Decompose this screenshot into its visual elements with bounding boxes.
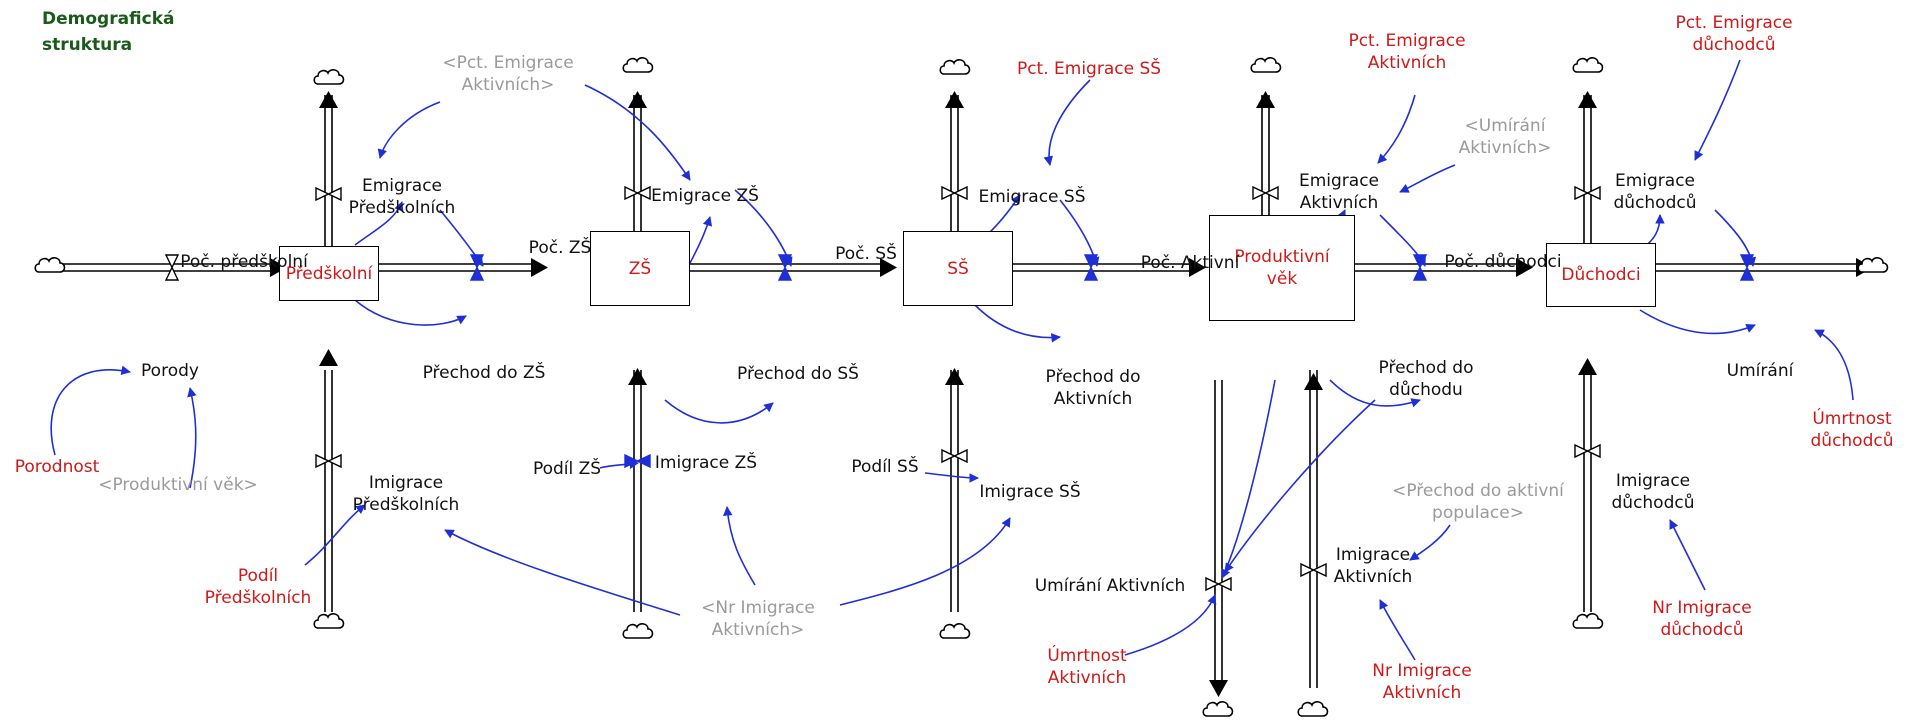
source-cloud-icon	[622, 622, 654, 639]
stock-duchodci[interactable]: Důchodci	[1546, 243, 1656, 307]
var-prechod-do-zs[interactable]: Přechod do ZŠ	[422, 363, 546, 383]
param-nr-imigrace-duchodcu[interactable]: Nr Imigrace důchodců	[1652, 598, 1752, 640]
var-imigrace-predskolnich[interactable]: Imigrace Předškolních	[352, 473, 460, 515]
valve-imigrace-zs-icon	[624, 453, 651, 469]
var-poc-zs[interactable]: Poč. ZŠ	[528, 238, 592, 258]
source-cloud-icon	[1572, 612, 1604, 629]
shadow-pct-emigrace-aktivnich[interactable]: <Pct. Emigrace Aktivních>	[442, 53, 574, 95]
valve-umirani-aktivnich-icon	[1205, 576, 1232, 592]
var-imigrace-aktivnich[interactable]: Imigrace Aktivních	[1333, 545, 1413, 587]
stock-ss[interactable]: SŠ	[903, 231, 1013, 306]
valve-imigrace-aktivnich-icon	[1300, 562, 1327, 578]
var-imigrace-duchodcu[interactable]: Imigrace důchodců	[1611, 471, 1695, 513]
var-umirani[interactable]: Umírání	[1726, 361, 1794, 381]
param-umrtnost-duchodcu[interactable]: Úmrtnost důchodců	[1810, 409, 1894, 451]
shadow-prechod-do-aktivni-populace[interactable]: <Přechod do aktivní populace>	[1392, 481, 1564, 523]
valve-imigrace-duchodcu-icon	[1574, 443, 1601, 459]
valve-emigrace-ss-icon	[941, 185, 968, 201]
sink-cloud-icon	[1202, 700, 1234, 717]
stock-produktivni-vek[interactable]: Produktivní věk	[1209, 215, 1355, 321]
stock-zs[interactable]: ZŠ	[590, 231, 690, 306]
valve-prechod-ss-icon	[777, 254, 793, 281]
vertical-flow-arrowheads	[319, 91, 1597, 697]
shadow-umirani-aktivnich[interactable]: <Umírání Aktivních>	[1458, 116, 1552, 158]
valve-imigrace-predskolnich-icon	[315, 453, 342, 469]
param-pct-emigrace-aktivnich[interactable]: Pct. Emigrace Aktivních	[1348, 31, 1466, 73]
param-pct-emigrace-duchodcu[interactable]: Pct. Emigrace důchodců	[1675, 13, 1793, 55]
valve-emigrace-zs-icon	[624, 185, 651, 201]
var-porody[interactable]: Porody	[141, 361, 199, 381]
var-poc-predskolni[interactable]: Poč. předškolní	[180, 252, 308, 272]
var-emigrace-ss[interactable]: Emigrace SŠ	[978, 187, 1086, 207]
source-cloud-icon	[939, 622, 971, 639]
var-poc-aktivni[interactable]: Poč. Aktivní	[1140, 253, 1240, 273]
sink-cloud-icon	[313, 68, 345, 85]
source-cloud-icon	[313, 612, 345, 629]
var-prechod-do-duchodu[interactable]: Přechod do důchodu	[1378, 358, 1474, 400]
valve-imigrace-ss-icon	[941, 448, 968, 464]
source-cloud-icon	[1297, 700, 1329, 717]
param-podil-predskolnich[interactable]: Podíl Předškolních	[204, 566, 312, 608]
sink-cloud-icon	[1250, 56, 1282, 73]
shadow-produktivni-vek[interactable]: <Produktivní věk>	[98, 475, 258, 495]
param-umrtnost-aktivnich[interactable]: Úmrtnost Aktivních	[1047, 646, 1127, 688]
valve-emigrace-duchodcu-icon	[1574, 185, 1601, 201]
valve-porody-icon	[164, 254, 180, 281]
valve-emigrace-predskolnich-icon	[315, 186, 342, 202]
param-nr-imigrace-aktivnich[interactable]: Nr Imigrace Aktivních	[1372, 661, 1472, 703]
var-emigrace-aktivnich[interactable]: Emigrace Aktivních	[1298, 171, 1380, 213]
var-poc-ss[interactable]: Poč. SŠ	[835, 244, 897, 264]
sink-cloud-icon	[939, 58, 971, 75]
source-cloud-icon	[34, 256, 66, 273]
var-podil-ss[interactable]: Podíl SŠ	[851, 457, 919, 477]
sink-cloud-icon	[1572, 56, 1604, 73]
shadow-nr-imigrace-aktivnich[interactable]: <Nr Imigrace Aktivních>	[701, 598, 815, 640]
param-pct-emigrace-ss[interactable]: Pct. Emigrace SŠ	[1016, 59, 1162, 79]
var-podil-zs[interactable]: Podíl ZŠ	[532, 459, 602, 479]
param-porodnost[interactable]: Porodnost	[14, 457, 100, 477]
stock-predskolni[interactable]: Předškolní	[279, 246, 379, 301]
main-flow-arrowheads	[270, 258, 1873, 277]
var-imigrace-ss[interactable]: Imigrace SŠ	[979, 482, 1081, 502]
var-prechod-do-aktivnich[interactable]: Přechod do Aktivních	[1045, 367, 1141, 409]
causal-links	[50, 59, 1854, 661]
cloud-icons	[34, 56, 1889, 717]
var-emigrace-zs[interactable]: Emigrace ZŠ	[651, 186, 759, 206]
vertical-flow-pipes	[324, 95, 1592, 688]
var-emigrace-predskolnich[interactable]: Emigrace Předškolních	[348, 176, 456, 218]
var-umirani-aktivnich[interactable]: Umírání Aktivních	[1034, 576, 1186, 596]
var-prechod-do-ss[interactable]: Přechod do SŠ	[737, 364, 859, 384]
valve-emigrace-aktivnich-icon	[1252, 185, 1279, 201]
var-emigrace-duchodcu[interactable]: Emigrace důchodců	[1613, 171, 1697, 213]
var-poc-duchodci[interactable]: Poč. důchodci	[1444, 252, 1562, 272]
var-imigrace-zs[interactable]: Imigrace ZŠ	[654, 453, 758, 473]
sink-cloud-icon	[622, 56, 654, 73]
sink-cloud-icon	[1857, 256, 1889, 273]
diagram-title: Demografická struktura	[42, 9, 175, 55]
